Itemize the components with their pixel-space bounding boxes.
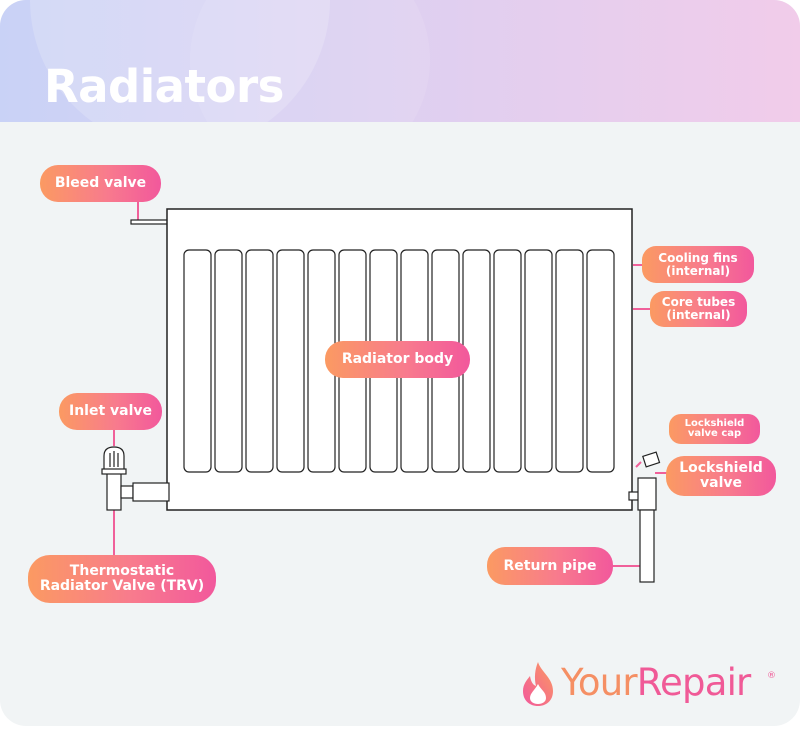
leader-lines — [113, 200, 668, 567]
inlet-pipe — [106, 471, 122, 511]
header-decoration — [30, 0, 330, 122]
label-trv: Thermostatic Radiator Valve (TRV) — [28, 555, 216, 603]
label-return-pipe: Return pipe — [487, 547, 613, 585]
return-pipe-section — [639, 509, 655, 583]
trv-collar — [101, 468, 127, 475]
label-cooling-fins: Cooling fins (internal) — [642, 246, 754, 283]
core-tube — [524, 249, 553, 473]
bleed-valve-pipe — [130, 219, 170, 225]
lockshield-valve-body — [637, 477, 657, 511]
page-title: Radiators — [44, 60, 284, 113]
core-tube — [586, 249, 615, 473]
header-banner: Radiators — [0, 0, 800, 122]
core-tube — [555, 249, 584, 473]
core-tube — [183, 249, 212, 473]
trv-assembly — [101, 446, 170, 511]
header-decoration — [190, 0, 430, 122]
trv-connector — [132, 482, 170, 502]
label-lockshield-valve: Lockshield valve — [666, 456, 776, 496]
label-bleed-valve: Bleed valve — [40, 165, 161, 202]
label-radiator-body: Radiator body — [325, 341, 470, 378]
lockshield-valve-cap — [642, 451, 661, 468]
brand-part-your: Your — [561, 661, 638, 704]
registered-mark: ® — [767, 671, 776, 681]
core-tube — [214, 249, 243, 473]
label-lockshield-cap: Lockshield valve cap — [669, 414, 760, 444]
label-inlet-valve: Inlet valve — [59, 393, 162, 430]
brand-part-repair: Repair — [636, 661, 751, 704]
flame-logo-icon — [523, 662, 553, 706]
core-tubes — [183, 249, 615, 473]
trv-nut — [120, 485, 134, 499]
lockshield-assembly — [628, 451, 661, 583]
core-tube — [245, 249, 274, 473]
leader-line-lockshield-cap — [635, 461, 642, 468]
core-tube — [493, 249, 522, 473]
brand-wordmark: YourRepair — [561, 661, 751, 704]
label-core-tubes: Core tubes (internal) — [650, 291, 747, 327]
core-tube — [276, 249, 305, 473]
